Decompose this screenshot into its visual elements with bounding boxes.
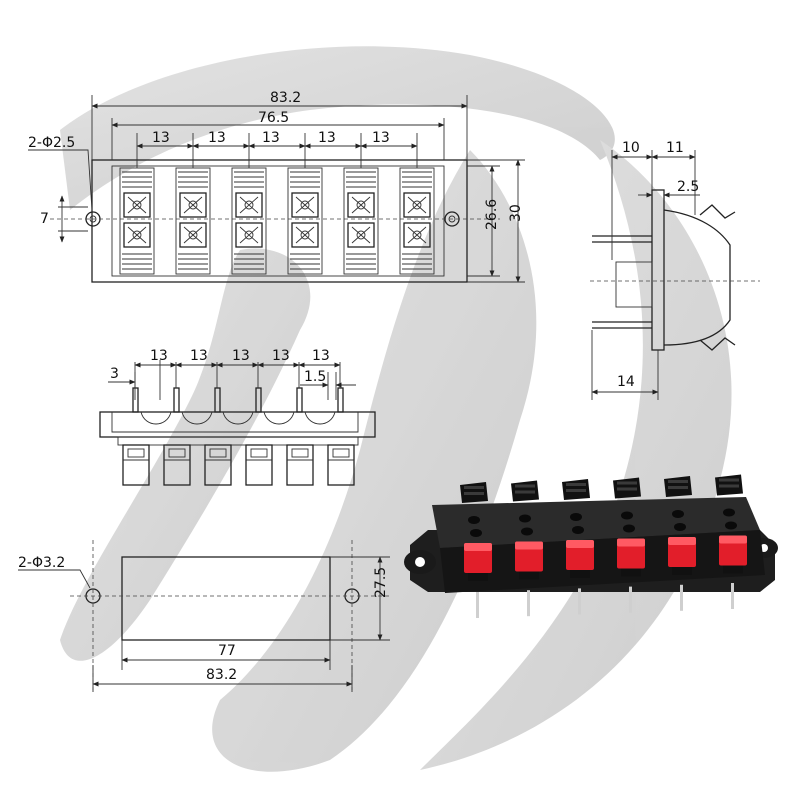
dim-pin-width: 1.5 — [304, 369, 326, 385]
dim-depth-a: 10 — [622, 140, 640, 156]
solder-pin — [132, 387, 139, 413]
dim-pitch-3: 13 — [262, 130, 280, 146]
product-photo — [404, 474, 778, 618]
dim-pitch-4: 13 — [318, 130, 336, 146]
top-terminal — [343, 167, 379, 275]
housing-notch — [304, 411, 336, 425]
housing-notch — [140, 411, 172, 425]
dim-offset: 7 — [40, 211, 49, 227]
dim-edge: 3 — [110, 366, 119, 382]
photo-terminal — [613, 477, 645, 613]
dim-depth-b: 11 — [666, 140, 684, 156]
front-button — [327, 444, 355, 486]
dim-outer-height: 30 — [508, 204, 524, 222]
dim-overall-width: 83.2 — [270, 90, 301, 106]
panel-cutout: 2-Φ3.2 27.5 77 83.2 — [18, 540, 390, 692]
housing-notch — [263, 411, 295, 425]
front-button — [286, 444, 314, 486]
photo-terminal — [715, 474, 747, 609]
front-button — [122, 444, 150, 486]
dim-pitch-5: 13 — [372, 130, 390, 146]
top-hole-label: 2-Φ2.5 — [28, 135, 75, 151]
front-pitch-4: 13 — [272, 348, 290, 364]
solder-pin — [337, 387, 344, 413]
solder-pin — [173, 387, 180, 413]
front-pitch-3: 13 — [232, 348, 250, 364]
dim-pitch-1: 13 — [152, 130, 170, 146]
front-pitch-1: 13 — [150, 348, 168, 364]
solder-pin — [214, 387, 221, 413]
dim-cutout-hole-pitch: 83.2 — [206, 667, 237, 683]
front-button — [163, 444, 191, 486]
photo-terminal — [511, 480, 543, 617]
dim-inner-height: 26.6 — [484, 199, 500, 230]
solder-pin — [296, 387, 303, 413]
front-view: 3 13 13 13 13 13 1.5 — [99, 348, 376, 486]
dim-pin-length: 14 — [617, 374, 635, 390]
top-terminal — [287, 167, 323, 275]
dim-cutout-height: 27.5 — [373, 567, 389, 598]
dim-plate: 2.5 — [677, 179, 699, 195]
front-button — [204, 444, 232, 486]
front-pitch-2: 13 — [190, 348, 208, 364]
housing-notch — [181, 411, 213, 425]
solder-pin — [255, 387, 262, 413]
top-terminal — [119, 167, 155, 275]
front-button — [245, 444, 273, 486]
top-terminal — [231, 167, 267, 275]
dim-cutout-width: 77 — [218, 643, 236, 659]
housing-notch — [222, 411, 254, 425]
side-view: 10 11 2.5 14 — [590, 140, 760, 400]
dim-hole-pitch: 76.5 — [258, 110, 289, 126]
top-terminal — [175, 167, 211, 275]
photo-terminal — [562, 479, 594, 615]
front-pitch-5: 13 — [312, 348, 330, 364]
dim-pitch-2: 13 — [208, 130, 226, 146]
photo-terminal — [664, 476, 696, 611]
cutout-hole-label: 2-Φ3.2 — [18, 555, 65, 571]
top-view: 83.2 76.5 13 13 13 13 13 2-Φ2.5 7 26.6 3… — [28, 90, 525, 283]
photo-terminal — [460, 482, 492, 618]
